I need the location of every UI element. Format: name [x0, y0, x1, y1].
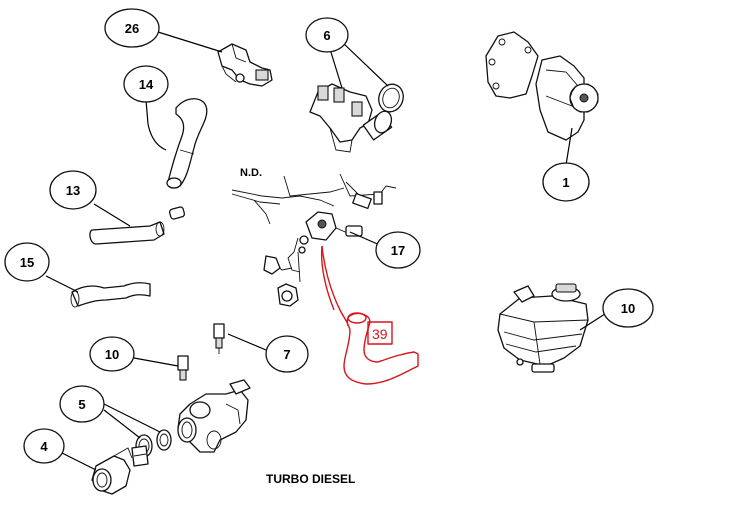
- leader-7: [227, 333, 267, 351]
- part-10-small-sensor: [177, 355, 189, 381]
- leader-1: [565, 127, 573, 166]
- callout-1: 1: [542, 162, 590, 202]
- diagram-caption: TURBO DIESEL: [266, 472, 355, 486]
- part-thermostat-housing-lower: [177, 379, 251, 453]
- leader-4: [59, 451, 97, 471]
- leader-15: [45, 275, 79, 293]
- leader-6a: [329, 48, 343, 89]
- part-39-highlighted-hose: 39: [320, 245, 419, 385]
- part-7-sensor: [213, 323, 225, 354]
- callout-7: 7: [265, 335, 309, 373]
- part-14-curved-hose: [166, 98, 208, 189]
- svg-text:14: 14: [139, 77, 154, 92]
- callout-14: 14: [123, 65, 169, 103]
- callout-10-right: 10: [602, 288, 654, 328]
- leader-6b: [341, 41, 389, 87]
- callout-13: 13: [49, 170, 97, 210]
- leader-26: [157, 31, 223, 53]
- svg-text:17: 17: [391, 243, 405, 258]
- part-17-pipe-assembly: [231, 173, 397, 307]
- callout-15: 15: [4, 242, 50, 282]
- leader-13: [93, 203, 131, 227]
- svg-text:5: 5: [78, 397, 85, 412]
- callout-10-left: 10: [89, 336, 135, 372]
- part-6-thermostat-housing: [309, 83, 404, 153]
- part-10-expansion-tank: [497, 283, 589, 373]
- svg-text:10: 10: [621, 301, 635, 316]
- part-4-outlet-elbow: [91, 447, 133, 495]
- callout-6: 6: [305, 17, 349, 53]
- callout-17: 17: [375, 231, 421, 269]
- leader-5a: [103, 409, 141, 439]
- callout-5: 5: [59, 385, 105, 423]
- leader-5b: [103, 403, 161, 433]
- part-26-valve-bracket: [217, 43, 273, 87]
- svg-text:6: 6: [323, 28, 330, 43]
- svg-text:26: 26: [125, 21, 139, 36]
- part-13-hose: [89, 206, 186, 245]
- part-5-gaskets: [131, 429, 172, 467]
- leader-10-right: [579, 311, 609, 331]
- leader-14: [145, 99, 167, 151]
- svg-text:15: 15: [20, 255, 34, 270]
- nd-label: N.D.: [240, 167, 262, 179]
- part-39-label: 39: [372, 326, 388, 342]
- callout-4: 4: [23, 428, 65, 464]
- leader-10-left: [133, 357, 179, 367]
- part-1-water-pump: [485, 31, 599, 141]
- svg-text:10: 10: [105, 347, 119, 362]
- callout-26: 26: [104, 8, 160, 48]
- svg-text:7: 7: [283, 347, 290, 362]
- svg-text:13: 13: [66, 183, 80, 198]
- svg-text:1: 1: [562, 175, 569, 190]
- part-15-bent-hose: [70, 282, 151, 308]
- svg-text:4: 4: [40, 439, 48, 454]
